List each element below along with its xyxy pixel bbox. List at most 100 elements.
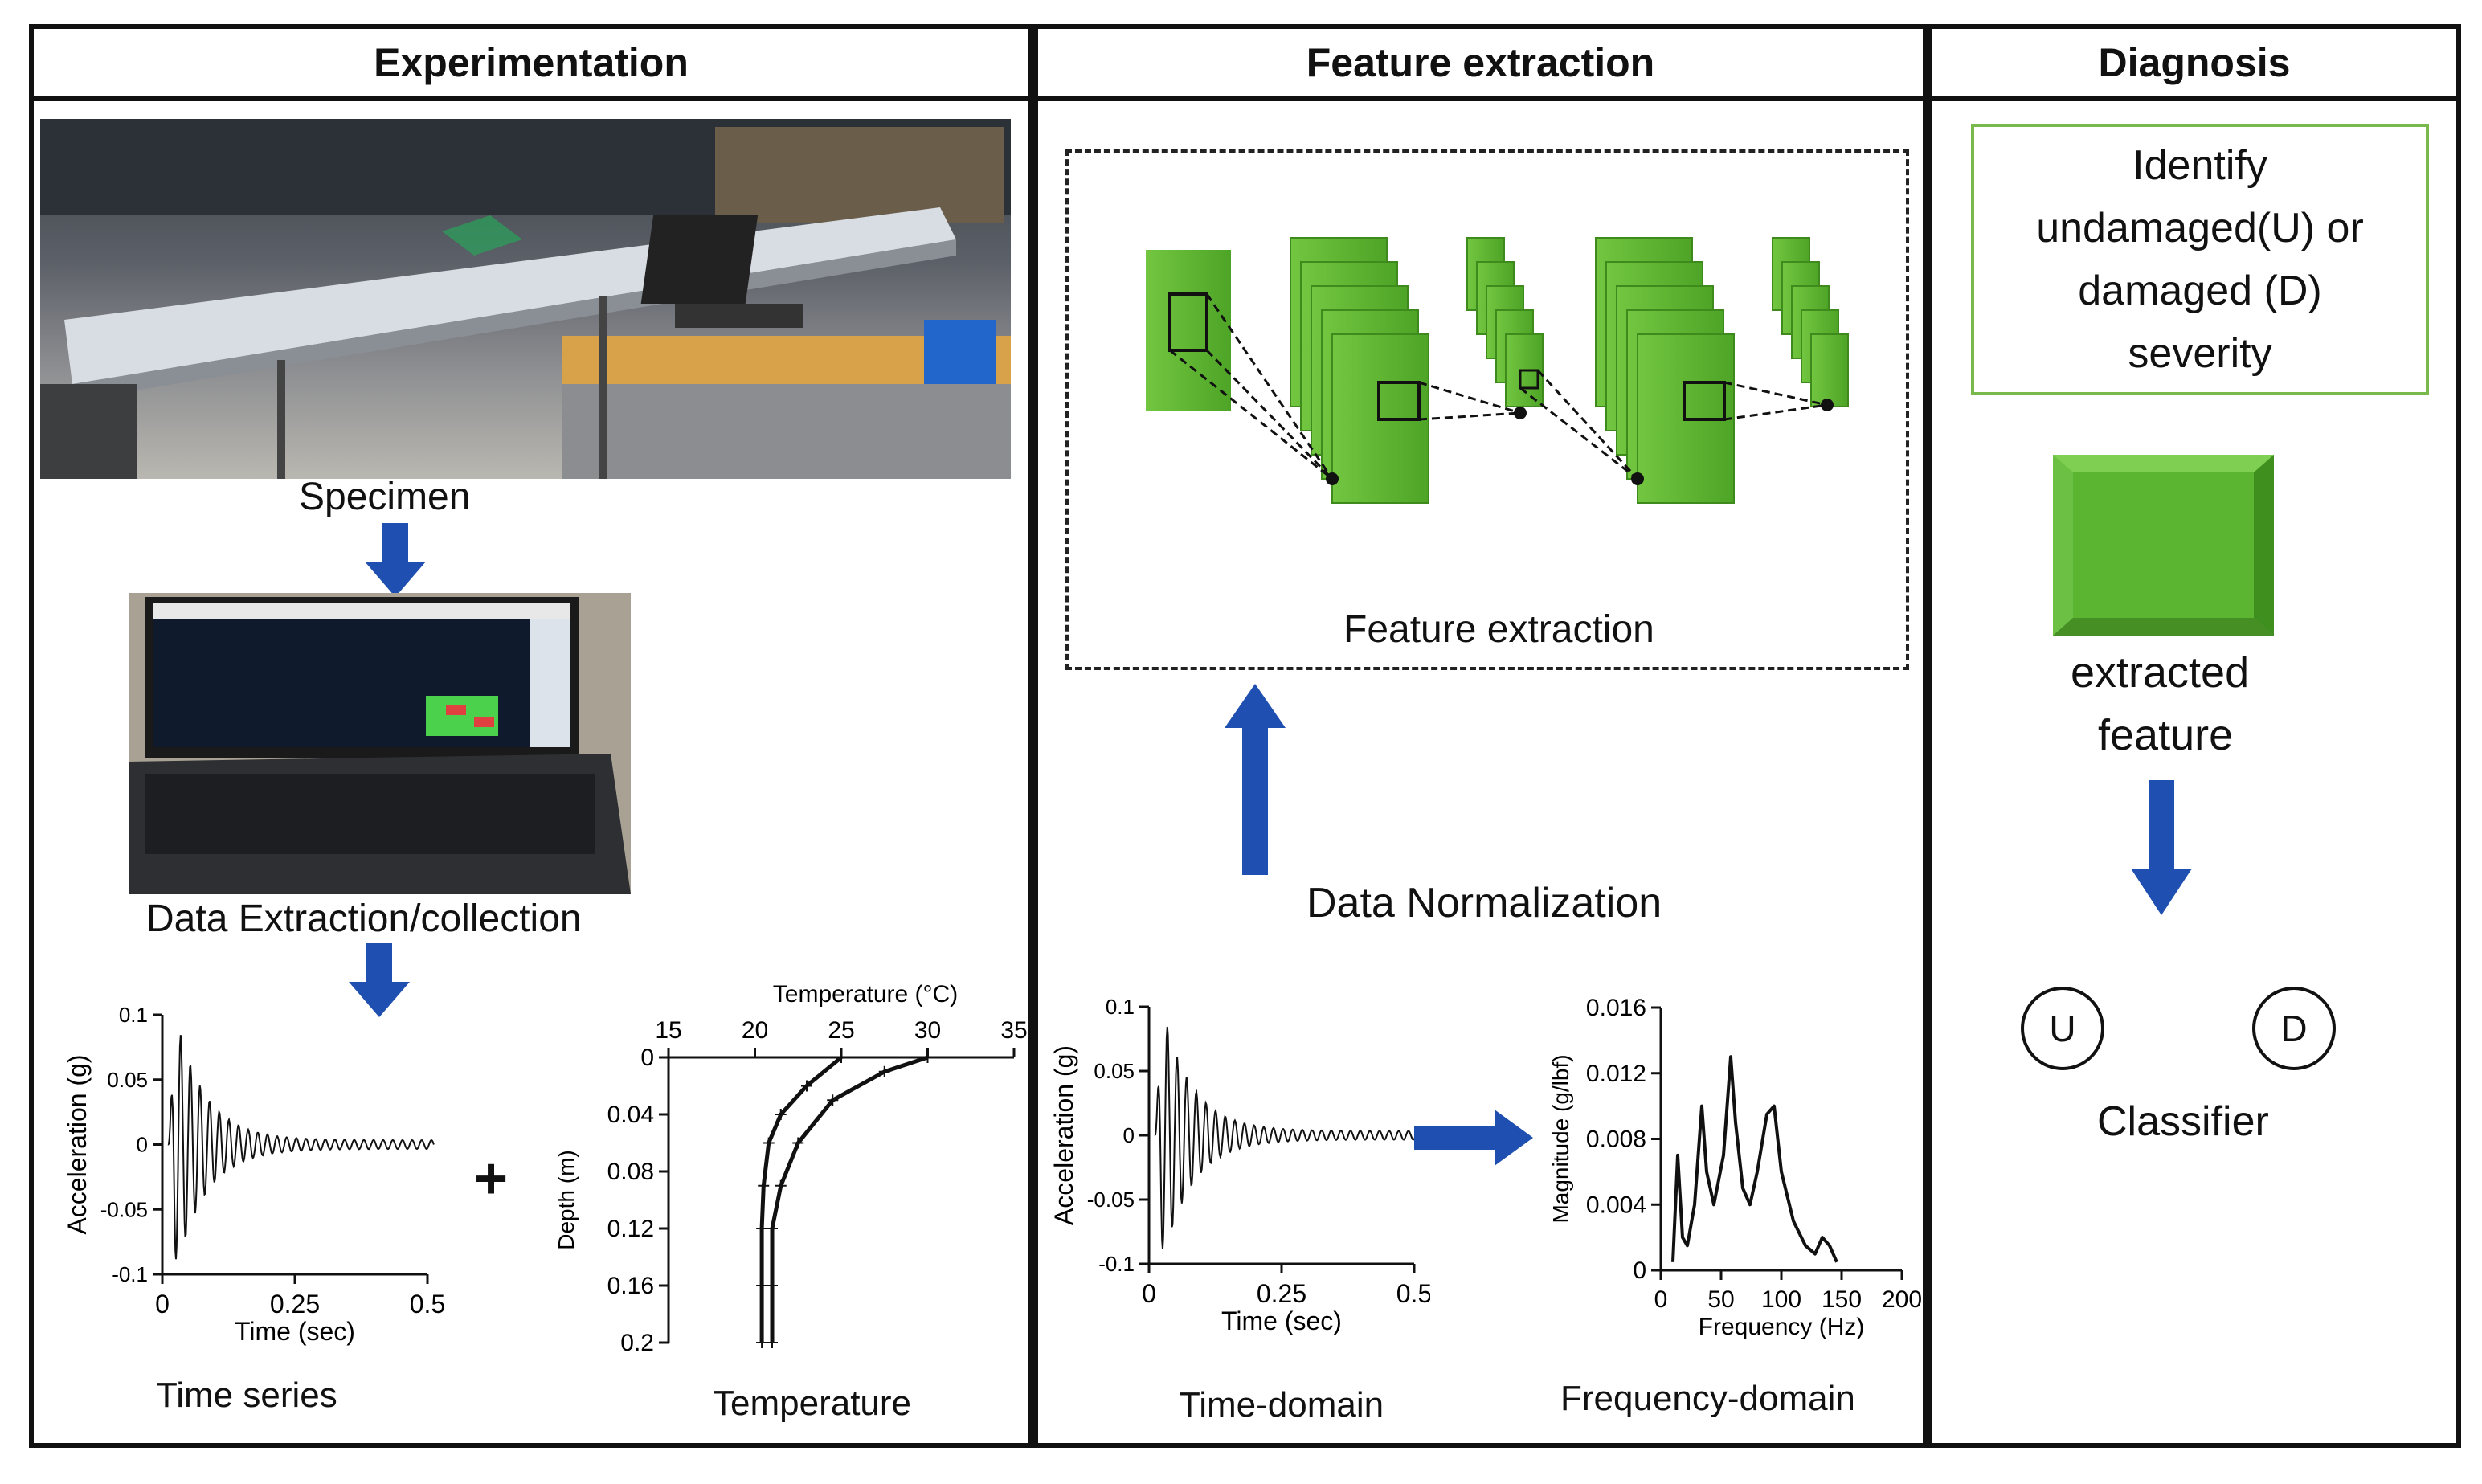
feature-extraction-title: Feature extraction	[1038, 29, 1923, 101]
classifier-label: Classifier	[2097, 1098, 2269, 1145]
y-tick-label: 0.05	[107, 1068, 148, 1092]
y-tick-label: 0.1	[119, 1003, 148, 1027]
specimen-label: Specimen	[299, 476, 471, 518]
x-tick-label: 0.5	[1396, 1279, 1430, 1308]
x-tick-label: 0	[1654, 1286, 1668, 1313]
temperature-marker	[827, 1094, 839, 1106]
cnn-box	[1065, 149, 1909, 670]
down-arrow-3	[2131, 780, 2192, 915]
class-u-label: U	[2049, 1008, 2076, 1049]
time-domain-label: Time-domain	[1179, 1385, 1384, 1425]
y-tick-label: 0.004	[1586, 1192, 1646, 1218]
conv-stack-1	[1290, 237, 1429, 504]
temperature-marker	[756, 1223, 768, 1234]
experimentation-title: Experimentation	[34, 29, 1028, 101]
x-axis-title: Time (sec)	[235, 1317, 355, 1346]
temperature-marker	[756, 1280, 768, 1291]
right-arrow	[1414, 1110, 1533, 1166]
extracted-feature-line-2: feature	[2098, 711, 2234, 759]
frequency-domain-label: Frequency-domain	[1560, 1379, 1855, 1418]
conv-stack-2	[1595, 237, 1735, 504]
x-tick-label: 100	[1761, 1286, 1801, 1313]
y-tick-label: 0.012	[1586, 1061, 1646, 1087]
y-tick-label: -0.1	[112, 1262, 148, 1286]
temperature-marker	[922, 1052, 934, 1063]
temperature-marker	[767, 1337, 778, 1348]
y-tick-label: 0.04	[607, 1102, 654, 1128]
y-tick-label: 0.2	[620, 1330, 654, 1356]
x-tick-label: 0.5	[410, 1290, 445, 1318]
x-tick-label: 35	[1000, 1017, 1027, 1044]
y-tick-label: 0.05	[1094, 1059, 1135, 1083]
pool-stack-1	[1466, 237, 1544, 407]
identify-box: Identify undamaged(U) or damaged (D) sev…	[1971, 124, 2429, 395]
y-tick-label: 0.12	[607, 1216, 654, 1242]
temperature-series-1	[770, 1055, 929, 1343]
x-tick-label: 200	[1882, 1286, 1922, 1313]
up-arrow	[1225, 684, 1286, 875]
temperature-series-2	[759, 1056, 843, 1343]
diagnosis-title: Diagnosis	[1932, 29, 2456, 101]
y-tick-label: 0.1	[1106, 995, 1135, 1019]
x-tick-label: 50	[1707, 1286, 1734, 1313]
y-tick-label: -0.1	[1098, 1252, 1135, 1276]
feature-extraction-panel: Feature extraction	[1033, 24, 1928, 1448]
x-tick-label: 0.25	[1257, 1279, 1306, 1308]
temperature-marker	[792, 1137, 804, 1149]
data-collection-label: Data Extraction/collection	[146, 897, 582, 940]
frequency-chart: 0.016 0.012 0.008 0.004 00 50 100 150 200Frequen…	[1548, 995, 1922, 1340]
x-tick-label: 30	[914, 1017, 941, 1044]
normalization-label: Data Normalization	[1306, 880, 1662, 926]
temperature-marker	[767, 1280, 778, 1291]
laptop-photo	[129, 593, 631, 894]
temperature-marker	[775, 1179, 787, 1192]
cnn-diagram	[1146, 237, 1849, 504]
x-tick-label: 25	[828, 1017, 854, 1044]
signal-line	[1154, 1026, 1421, 1249]
y-axis-title: Depth (m)	[554, 1150, 579, 1249]
temperature-marker	[763, 1137, 775, 1149]
pool-stack-2	[1772, 237, 1849, 407]
y-tick-label: 0.08	[607, 1159, 654, 1185]
down-arrow-1	[365, 523, 426, 597]
identify-line-3: damaged (D)	[2078, 268, 2322, 314]
y-tick-label: 0.16	[607, 1273, 654, 1299]
class-d-node: D	[2252, 987, 2336, 1070]
diagnosis-panel: Diagnosis Identify undamaged(U) or damag…	[1928, 24, 2461, 1448]
y-tick-label: -0.05	[1087, 1188, 1135, 1212]
temperature-marker	[758, 1179, 770, 1192]
class-u-node: U	[2021, 987, 2104, 1070]
x-axis-title: Frequency (Hz)	[1699, 1314, 1865, 1340]
identify-line-4: severity	[2128, 330, 2272, 377]
temperature-marker	[836, 1052, 847, 1063]
cnn-label: Feature extraction	[1343, 608, 1654, 651]
x-tick-label: 0	[155, 1290, 170, 1318]
y-tick-label: 0	[1633, 1257, 1646, 1284]
x-axis-title: Temperature (°C)	[773, 981, 958, 1008]
signal-line	[167, 1035, 435, 1260]
y-axis-title: Acceleration (g)	[1049, 1045, 1078, 1225]
x-tick-label: 150	[1822, 1286, 1862, 1313]
y-axis-title: Acceleration (g)	[63, 1054, 92, 1234]
x-tick-label: 15	[655, 1017, 681, 1044]
y-tick-label: 0.016	[1586, 995, 1646, 1021]
identify-line-1: Identify	[2132, 142, 2267, 189]
extracted-feature-line-1: extracted	[2071, 648, 2250, 697]
y-tick-label: 0.008	[1586, 1126, 1646, 1153]
temperature-marker	[756, 1337, 768, 1348]
temperature-chart: Temperature (°C) 15 20 25 30 35 0 0.04 0.08 0.12 0…	[554, 981, 1028, 1356]
identify-line-2: undamaged(U) or	[2036, 205, 2364, 251]
y-axis-title: Magnitude (g/lbf)	[1548, 1054, 1573, 1223]
x-tick-label: 20	[742, 1017, 768, 1044]
y-tick-label: 0	[1123, 1123, 1135, 1147]
temperature-marker	[878, 1065, 890, 1077]
x-tick-label: 0.25	[270, 1290, 320, 1318]
time-series-label: Time series	[156, 1376, 337, 1415]
plus-sign: +	[474, 1147, 509, 1211]
experimentation-panel: Experimentation Specimen	[29, 24, 1033, 1448]
y-tick-label: -0.05	[100, 1197, 148, 1221]
specimen-photo	[40, 119, 1011, 479]
y-tick-label: 0	[640, 1045, 654, 1071]
